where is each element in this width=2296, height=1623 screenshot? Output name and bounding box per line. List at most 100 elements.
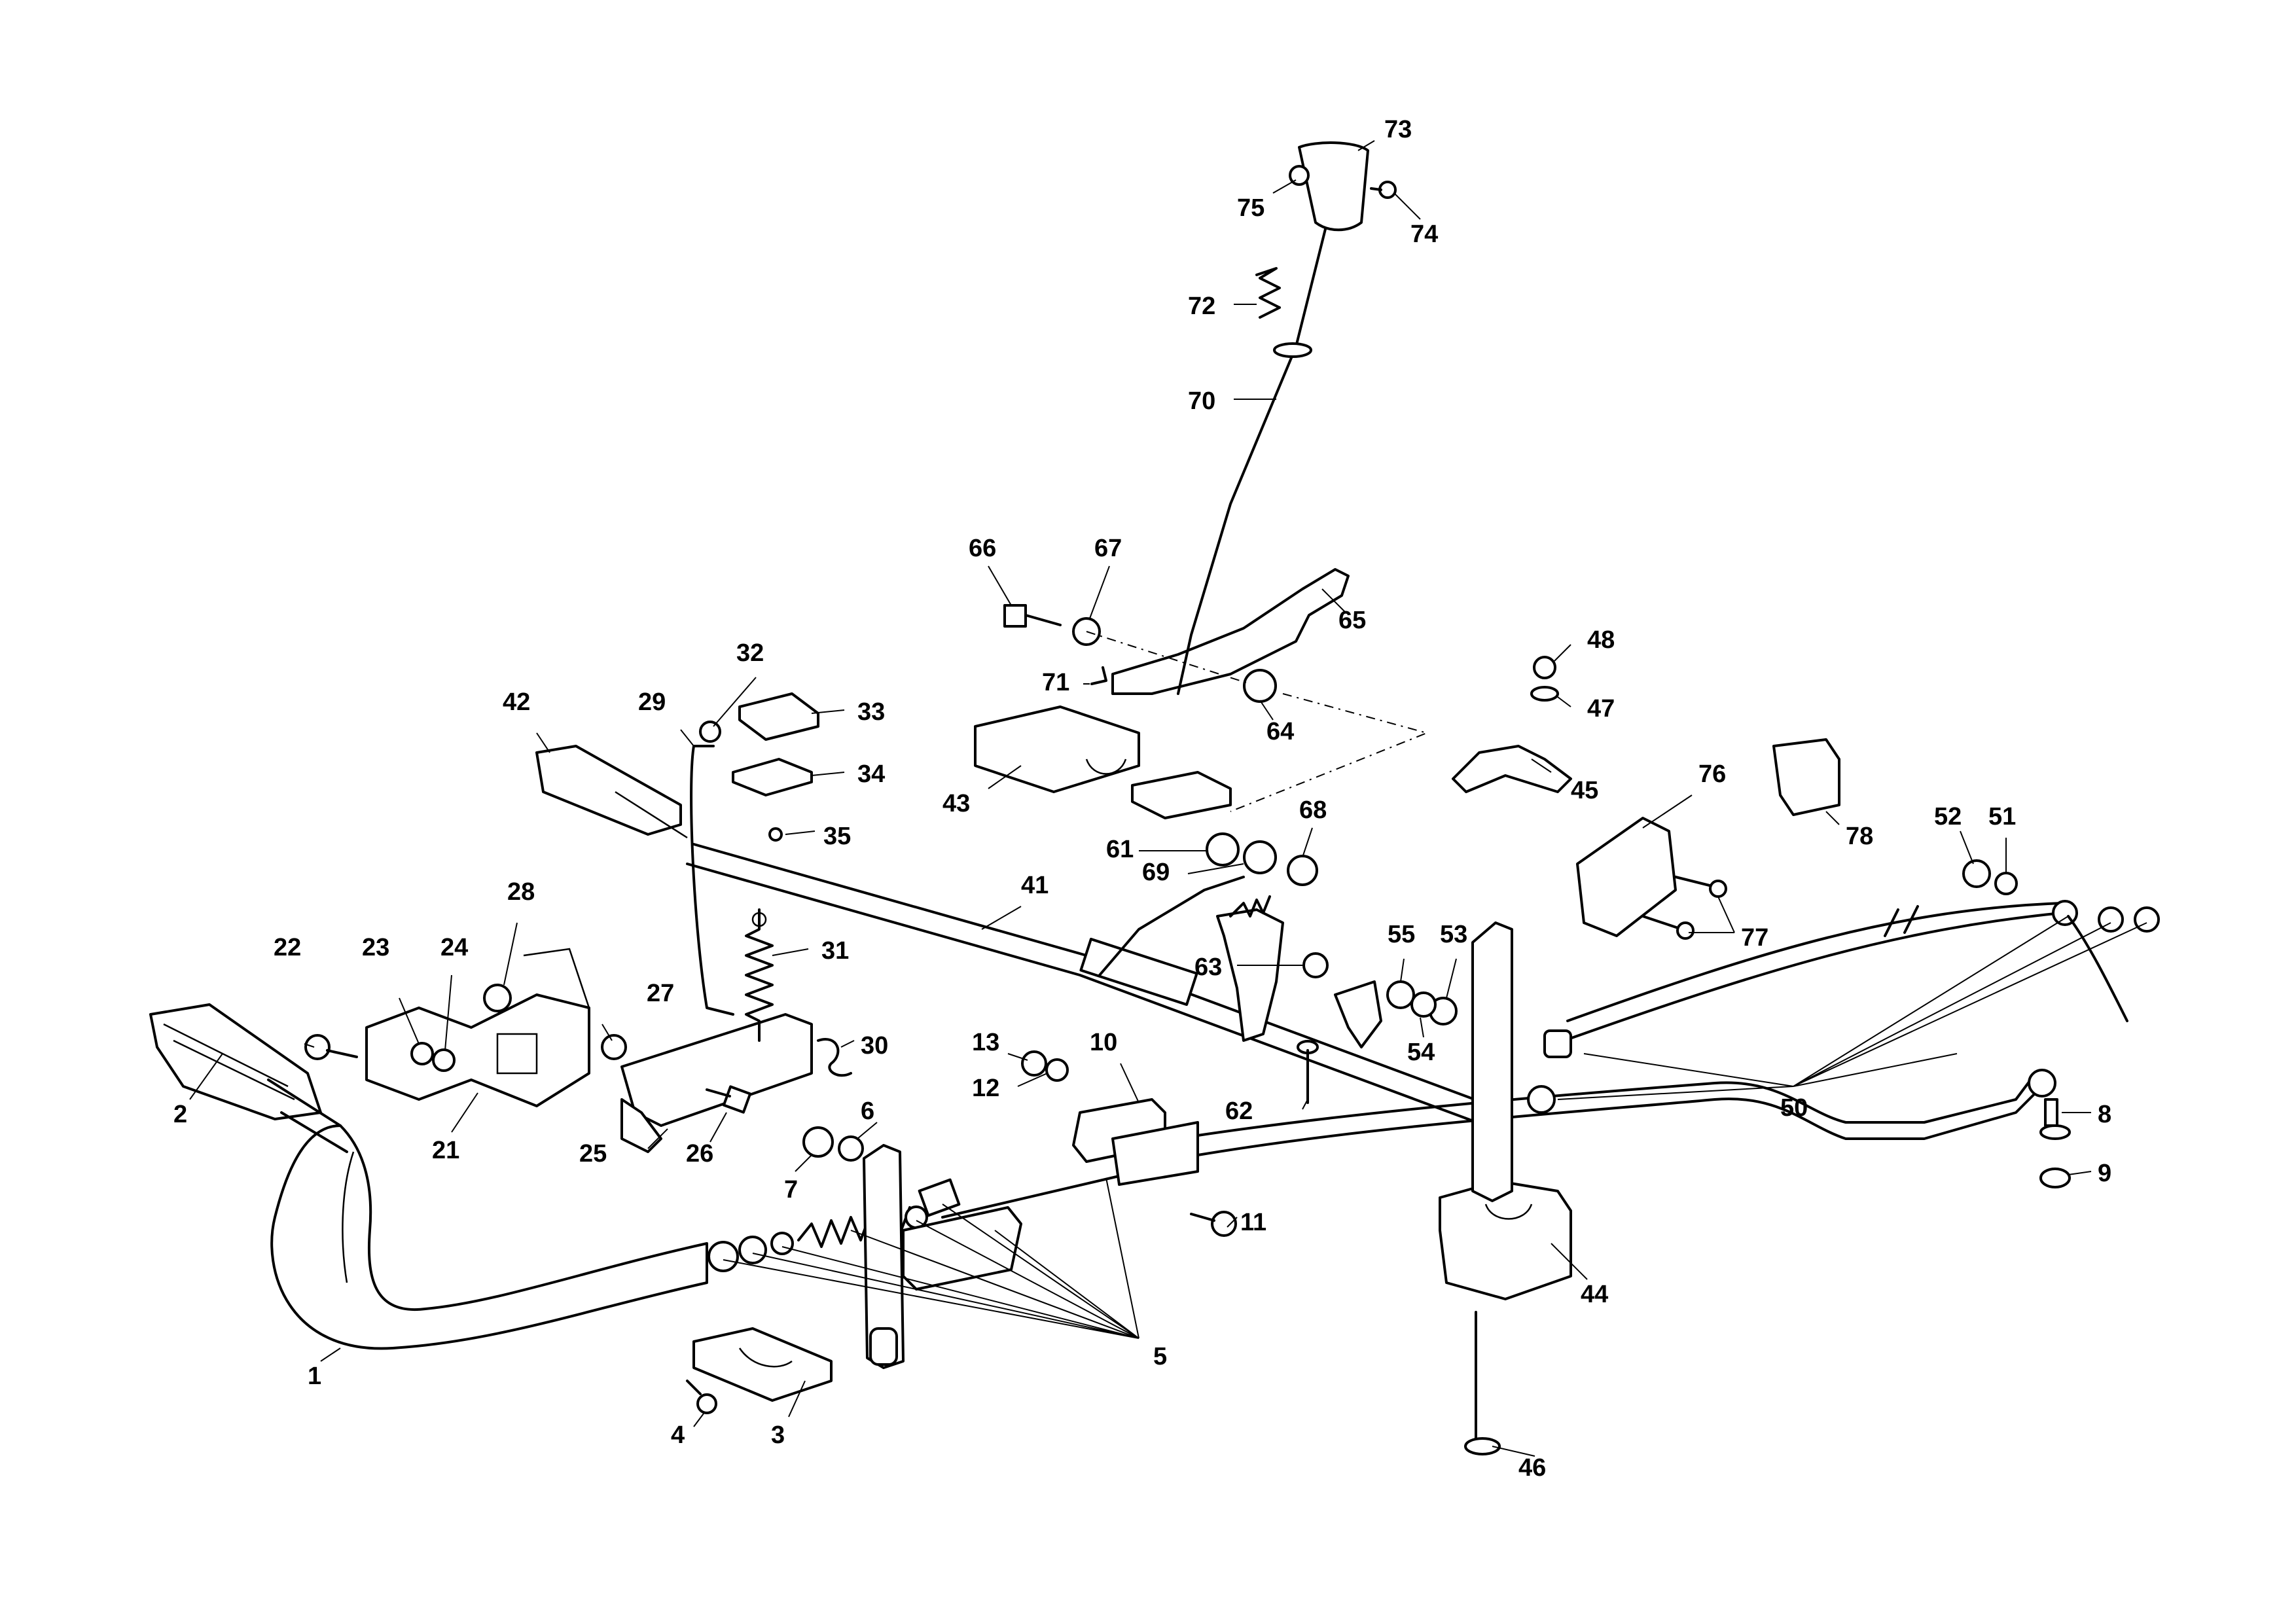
cover-block-part — [974, 705, 1140, 793]
spring-72-part — [1255, 267, 1281, 319]
callout-41: 41 — [1021, 872, 1049, 899]
nut-48-part — [1533, 656, 1556, 679]
callout-71: 71 — [1042, 669, 1069, 696]
callout-12: 12 — [972, 1075, 999, 1102]
callout-70: 70 — [1188, 387, 1215, 415]
callout-52: 52 — [1934, 803, 1962, 830]
latch-plate-part — [620, 1013, 813, 1127]
pedal-pad-part — [149, 1003, 322, 1120]
vertical-plate-part — [1471, 921, 1513, 1202]
washer-6-part — [838, 1135, 864, 1162]
callout-31: 31 — [821, 937, 849, 965]
callout-73: 73 — [1384, 116, 1412, 143]
washer-61-part — [1206, 832, 1240, 866]
callout-28: 28 — [507, 878, 535, 906]
callout-54: 54 — [1407, 1039, 1435, 1066]
callout-27: 27 — [647, 980, 674, 1007]
pedal-arm-part — [270, 1124, 708, 1350]
callout-8: 8 — [2098, 1101, 2111, 1128]
cotter-pin-71 — [1090, 666, 1107, 685]
washer-69-part — [1243, 840, 1277, 874]
callout-51: 51 — [1988, 803, 2016, 830]
callout-61: 61 — [1106, 836, 1134, 863]
bolt-11-part — [1190, 1211, 1237, 1237]
callout-24: 24 — [440, 934, 468, 961]
lower-link-rod-part — [1196, 1085, 2043, 1156]
callout-44: 44 — [1581, 1281, 1608, 1308]
shift-rod-part — [1177, 215, 1330, 695]
callout-1: 1 — [308, 1363, 321, 1390]
callout-26: 26 — [686, 1140, 713, 1168]
callout-5: 5 — [1153, 1343, 1167, 1370]
washer-32-part — [699, 721, 721, 743]
callout-67: 67 — [1094, 535, 1122, 562]
washer-12-part — [1045, 1058, 1069, 1082]
callout-76: 76 — [1698, 760, 1726, 788]
callout-66: 66 — [969, 535, 996, 562]
callout-29: 29 — [638, 688, 666, 716]
assembly-dash-lines — [1086, 631, 1429, 812]
callout-46: 46 — [1518, 1454, 1546, 1482]
callout-6: 6 — [861, 1097, 874, 1125]
callout-42: 42 — [503, 688, 530, 716]
callout-34: 34 — [857, 760, 885, 788]
callout-4: 4 — [671, 1421, 685, 1449]
callout-68: 68 — [1299, 796, 1327, 824]
callout-33: 33 — [857, 698, 885, 726]
bolt-22-part — [304, 1034, 358, 1060]
callout-9: 9 — [2098, 1160, 2111, 1187]
nut-52-part — [1962, 859, 1991, 888]
switch-78-part — [1772, 738, 1840, 816]
callout-63: 63 — [1194, 954, 1222, 981]
bolt-46-part — [1464, 1311, 1501, 1455]
callout-25: 25 — [579, 1140, 607, 1168]
callout-labels: 1 2 3 4 5 6 7 8 9 10 11 12 13 21 22 23 2… — [173, 116, 2111, 1482]
callout-74: 74 — [1410, 221, 1438, 248]
nut-7-part — [802, 1126, 834, 1158]
callout-30: 30 — [861, 1032, 888, 1060]
callout-55: 55 — [1388, 921, 1415, 948]
callout-53: 53 — [1440, 921, 1467, 948]
callout-48: 48 — [1587, 626, 1615, 654]
callout-75: 75 — [1237, 194, 1265, 222]
arm-65-part — [1111, 568, 1350, 695]
callout-3: 3 — [771, 1421, 785, 1449]
nut-28-part — [483, 984, 512, 1012]
callout-32: 32 — [736, 639, 764, 667]
vertical-rod-part — [690, 745, 734, 1016]
callout-11: 11 — [1240, 1209, 1266, 1236]
callout-69: 69 — [1142, 859, 1170, 886]
nut-64-part — [1243, 669, 1277, 703]
callout-10: 10 — [1090, 1029, 1117, 1056]
callout-13: 13 — [972, 1029, 999, 1056]
nut-68-part — [1287, 855, 1318, 886]
nut-9-part — [2039, 1168, 2071, 1188]
callout-65: 65 — [1338, 607, 1366, 634]
callout-45: 45 — [1571, 777, 1598, 804]
screw-35-part — [768, 827, 783, 842]
clamp-45-part — [1452, 745, 1572, 793]
callout-62: 62 — [1225, 1097, 1253, 1125]
washer-27-part — [601, 1034, 627, 1060]
callout-2: 2 — [173, 1101, 187, 1128]
callout-72: 72 — [1188, 293, 1215, 320]
lever-handle-part — [535, 745, 682, 836]
nut-55-part — [1386, 980, 1415, 1009]
nut-13-part — [1021, 1050, 1047, 1077]
screw-74-part — [1370, 181, 1397, 199]
callout-78: 78 — [1846, 823, 1873, 850]
callout-77: 77 — [1741, 924, 1768, 952]
lever-63-part — [1216, 908, 1284, 1042]
callout-22: 22 — [274, 934, 301, 961]
clip-pin-part — [817, 1038, 852, 1077]
screw-4-part — [686, 1380, 717, 1414]
knob-pad-part — [738, 692, 819, 741]
angle-bracket-76 — [1576, 817, 1677, 937]
callout-21: 21 — [432, 1137, 459, 1164]
callout-7: 7 — [784, 1176, 798, 1204]
tension-spring-part — [745, 908, 774, 1042]
arm-61-part — [1131, 771, 1232, 819]
parts-artwork — [149, 141, 2160, 1455]
callout-23: 23 — [362, 934, 389, 961]
